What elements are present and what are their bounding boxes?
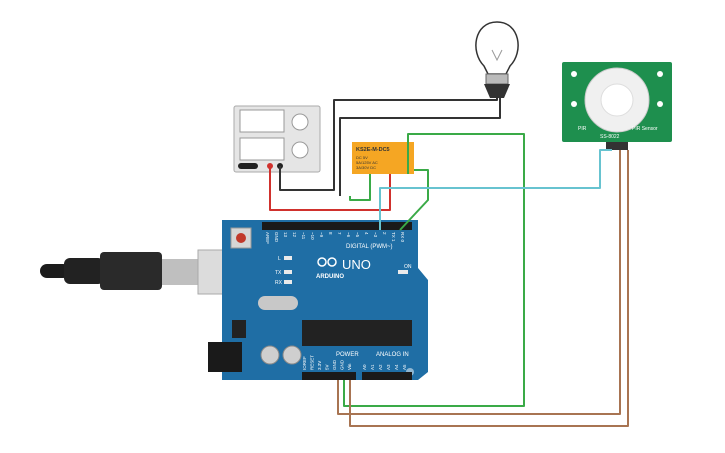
pir-sensor[interactable]: PIR PIR Sensor SS-8022 xyxy=(562,62,672,150)
pin-label: A0 xyxy=(362,364,367,370)
pin-label: 3.3V xyxy=(317,361,322,370)
wire-green xyxy=(399,169,429,231)
arduino-uno-board[interactable]: L TX RX ON DIGITAL (PWM~) ARDUINO UNO PO… xyxy=(208,220,428,380)
pin-label: A5 xyxy=(402,364,407,370)
pin-label: GND xyxy=(274,232,279,243)
pir-bottom-label: SS-8022 xyxy=(600,134,620,140)
arduino-logo-icon xyxy=(317,257,337,267)
relay-spec-line: DC 5V xyxy=(356,155,368,160)
atmega-chip xyxy=(302,320,412,346)
pin-label: 4 xyxy=(364,232,369,235)
digital-header xyxy=(262,222,412,230)
wire-cyan xyxy=(379,149,612,230)
pin-label: 2 xyxy=(382,232,387,235)
pin-label: ~5 xyxy=(355,232,360,238)
top-pin-labels: AREF GND 13 12 ~11 ~10 ~9 8 7 ~6 ~5 4 ~3 2 TX 1 RX 0 xyxy=(265,232,405,244)
relay-spec-line: 3A/30V DC xyxy=(356,165,376,170)
wire-green xyxy=(343,133,525,407)
dc-jack xyxy=(208,342,242,372)
relay-model-label: KS2E-M-DC5 xyxy=(356,147,390,153)
analog-header-label: ANALOG IN xyxy=(376,352,409,358)
pin-label: 8 xyxy=(328,232,333,235)
maker-label: ARDUINO xyxy=(316,274,344,280)
brand-label: UNO xyxy=(342,257,371,272)
wires xyxy=(269,98,629,427)
pir-side-label-left: PIR xyxy=(578,126,587,132)
wire-green xyxy=(349,174,371,201)
digital-header-label: DIGITAL (PWM~) xyxy=(346,244,393,250)
analog-header xyxy=(362,372,412,380)
pin-label: ~9 xyxy=(319,232,324,238)
pin-label: GND xyxy=(340,359,345,370)
on-led-label: ON xyxy=(404,264,412,270)
power-supply-icon[interactable] xyxy=(233,105,321,173)
wire-brown xyxy=(337,150,621,415)
pin-label: A2 xyxy=(378,364,383,370)
pin-label: 13 xyxy=(283,232,288,238)
pin-label: 5V xyxy=(325,364,330,370)
pin-label: A1 xyxy=(370,364,375,370)
light-bulb-icon xyxy=(475,21,519,98)
pin-label: ~6 xyxy=(346,232,351,238)
pin-label: IOREF xyxy=(302,356,307,370)
pin-label: AREF xyxy=(265,232,270,244)
pin-label: 12 xyxy=(292,232,297,238)
pin-label: ~11 xyxy=(301,232,306,240)
pin-label: ~3 xyxy=(373,232,378,238)
pin-label: Vin xyxy=(347,363,352,370)
power-header xyxy=(302,372,356,380)
wire-brown xyxy=(349,150,629,427)
usb-cable-icon xyxy=(40,249,237,295)
pin-label: TX 1 xyxy=(391,232,396,242)
power-header-label: POWER xyxy=(336,352,359,358)
pin-label: GND xyxy=(332,359,337,370)
pir-side-label-right: PIR Sensor xyxy=(632,126,658,132)
pin-label: RESET xyxy=(310,355,315,370)
relay-spec-line: 5A/125V AC xyxy=(356,160,378,165)
relay-module[interactable]: KS2E-M-DC5 DC 5V 5A/125V AC 3A/30V DC xyxy=(352,142,414,174)
l-led-label: L xyxy=(278,256,281,262)
pin-label: ~10 xyxy=(310,232,315,240)
rx-label: RX xyxy=(275,280,283,286)
pin-label: 7 xyxy=(337,232,342,235)
tx-label: TX xyxy=(275,270,282,276)
pin-label: A3 xyxy=(386,364,391,370)
pin-label: RX 0 xyxy=(400,232,405,243)
wire-black xyxy=(279,98,498,191)
pin-label: A4 xyxy=(394,364,399,370)
wire-black xyxy=(339,98,501,196)
wire-red xyxy=(269,166,391,211)
